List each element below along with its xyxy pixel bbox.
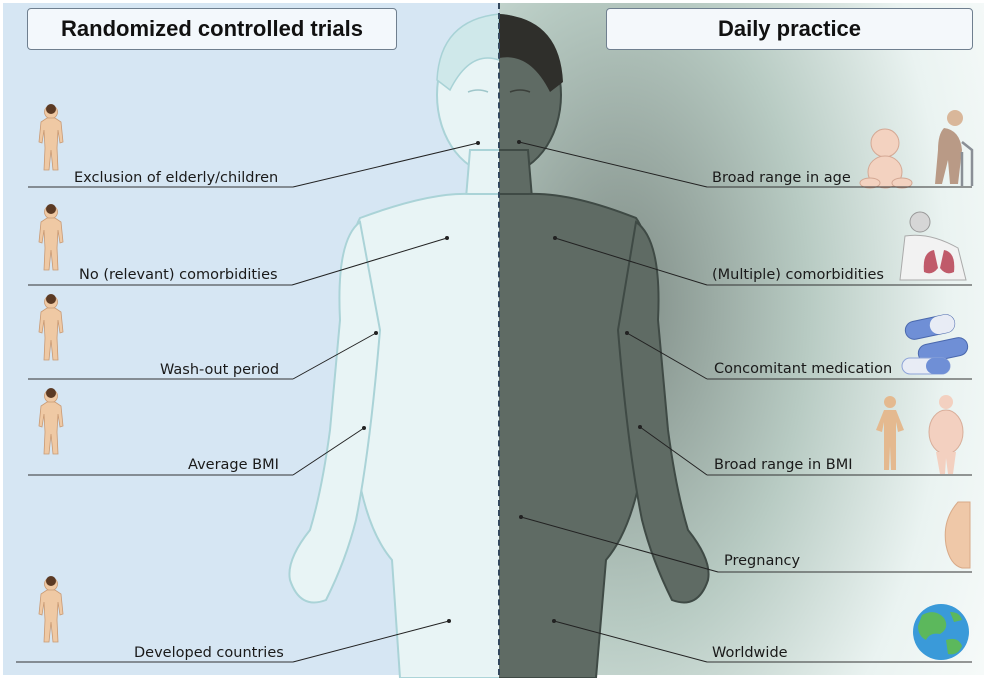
lungs-patient-icon [900,212,966,280]
label-worldwide: Worldwide [712,645,788,661]
title-daily-practice-text: Daily practice [718,16,861,42]
label-average-bmi: Average BMI [188,457,279,473]
label-multiple-comorbidities: (Multiple) comorbidities [712,267,884,283]
label-concomitant-medication: Concomitant medication [714,361,892,377]
label-broad-range-age: Broad range in age [712,170,851,186]
title-rct-text: Randomized controlled trials [61,16,363,42]
capsules-icon [902,313,969,374]
label-wash-out-period: Wash-out period [160,362,279,378]
baby-icon [860,129,912,188]
center-divider [498,3,500,675]
body-sizes-icon [876,395,963,474]
title-rct: Randomized controlled trials [27,8,397,50]
label-exclusion-elderly-children: Exclusion of elderly/children [74,170,278,186]
globe-icon [913,604,969,660]
person-icons-left [39,106,63,643]
pregnant-belly-icon [945,502,970,568]
title-daily-practice: Daily practice [606,8,973,50]
label-broad-range-bmi: Broad range in BMI [714,457,853,473]
elderly-icon [935,110,972,186]
label-no-comorbidities: No (relevant) comorbidities [79,267,278,283]
label-pregnancy: Pregnancy [724,553,800,569]
label-developed-countries: Developed countries [134,645,284,661]
